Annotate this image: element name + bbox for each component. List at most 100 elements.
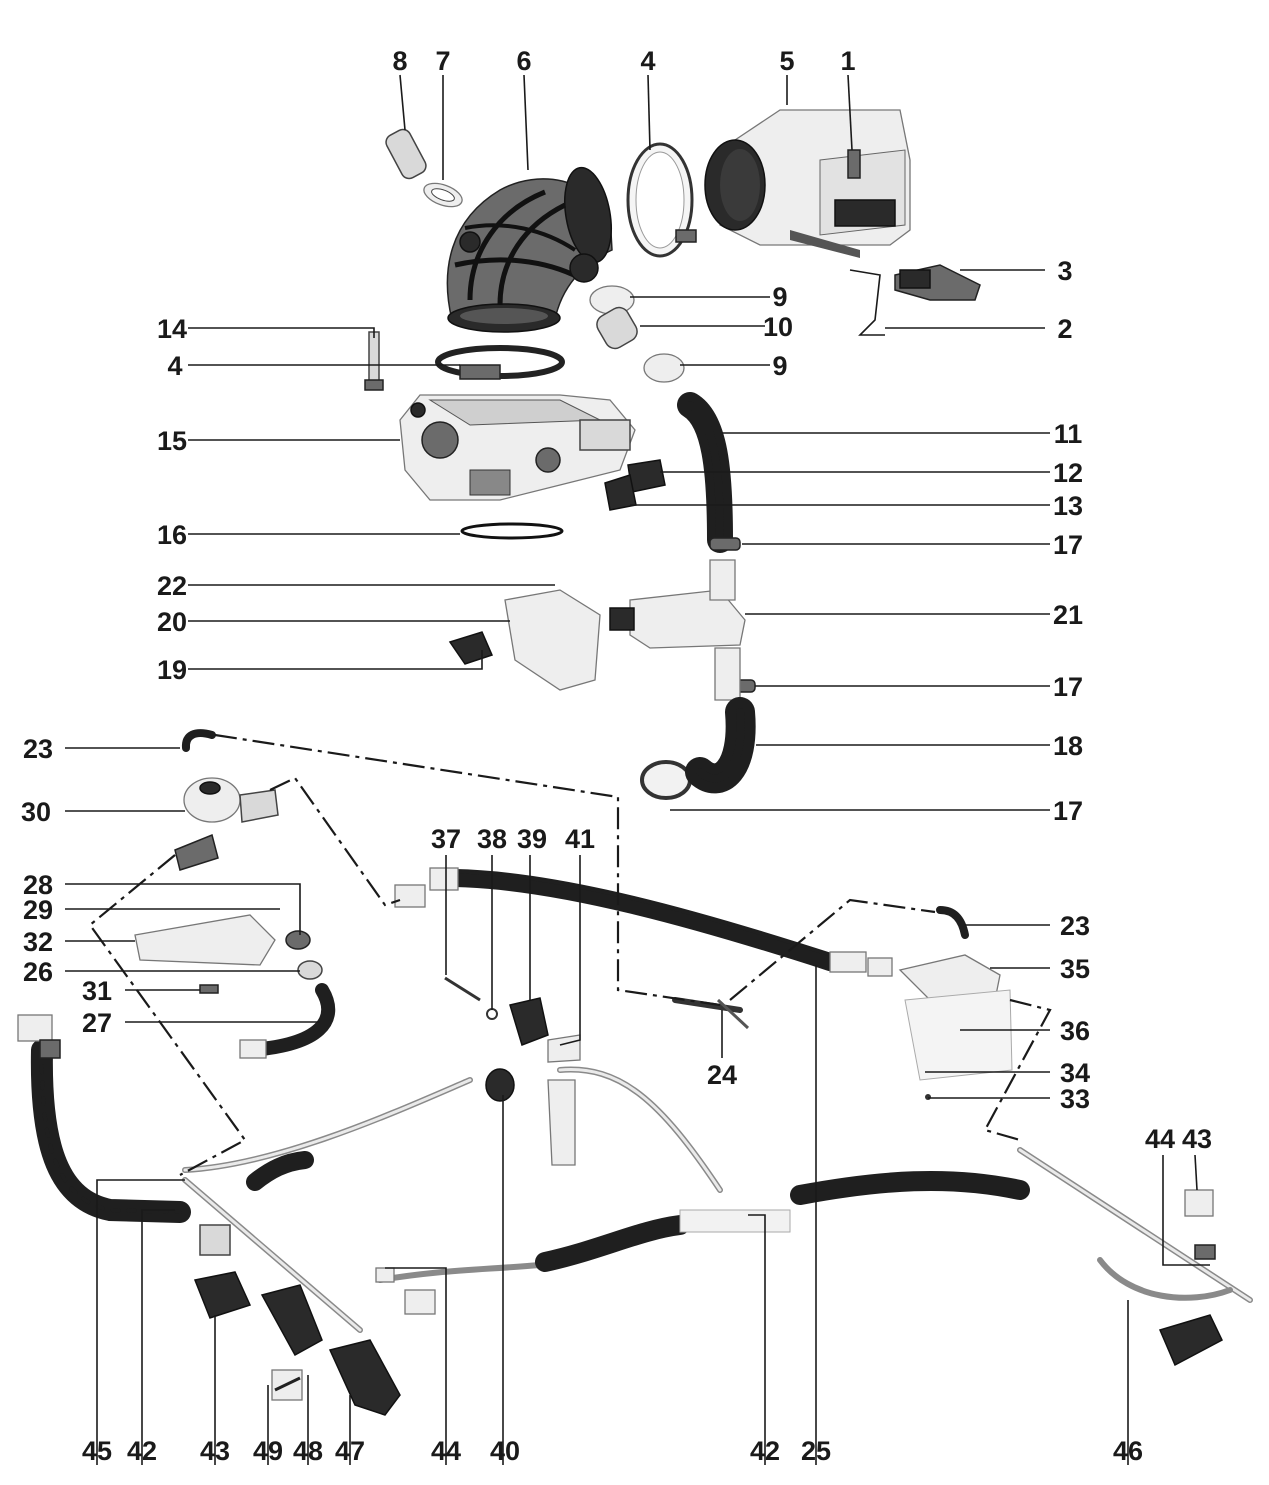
- part-31-screw: [199, 984, 219, 994]
- callout-2: 2: [1057, 314, 1072, 344]
- part-injector-mid: [260, 1284, 323, 1357]
- part-42-hose-right: [535, 1170, 1030, 1272]
- callout-9-upper: 9: [772, 282, 787, 312]
- part-46-injector: [1158, 1314, 1223, 1367]
- callout-33: 33: [1060, 1084, 1090, 1114]
- callout-labels: 8 7 6 4 5 1 3 9 10 2 14 4 9 15 11 12 13 …: [21, 46, 1212, 1466]
- part-18-hose: [685, 697, 756, 794]
- part-4-hose-clamp-lower: [435, 345, 565, 380]
- part-48-49-seal: [271, 1369, 303, 1401]
- callout-30: 30: [21, 797, 51, 827]
- callout-46: 46: [1113, 1436, 1143, 1466]
- part-32-valve: [134, 914, 276, 966]
- part-17-clamp-a: [709, 537, 741, 551]
- callout-20: 20: [157, 607, 187, 637]
- callout-44-right: 44: [1145, 1124, 1175, 1154]
- callout-35: 35: [1060, 954, 1090, 984]
- callout-4-lower: 4: [167, 351, 182, 381]
- callout-17-c: 17: [1053, 796, 1083, 826]
- callout-13: 13: [1053, 491, 1083, 521]
- callout-17-b: 17: [1053, 672, 1083, 702]
- part-22-housing: [504, 589, 601, 691]
- callout-17-a: 17: [1053, 530, 1083, 560]
- part-6-intake-elbow: [446, 166, 613, 333]
- callout-6: 6: [516, 46, 531, 76]
- callout-48: 48: [293, 1436, 323, 1466]
- part-8-hose-piece: [385, 128, 427, 180]
- part-7-clamp: [423, 182, 463, 208]
- part-rail-pipes: [182, 1066, 1253, 1333]
- callout-18: 18: [1053, 731, 1083, 761]
- part-11-hose: [677, 392, 733, 553]
- callout-43-right: 43: [1182, 1124, 1212, 1154]
- callout-37: 37: [431, 824, 461, 854]
- callout-29: 29: [23, 895, 53, 925]
- part-37-pin: [444, 976, 481, 1002]
- part-15-throttle-body: [399, 394, 636, 501]
- part-42-hose-left: [246, 1151, 314, 1191]
- part-14-bolt: [364, 331, 384, 391]
- callout-31: 31: [82, 976, 112, 1006]
- callout-45: 45: [82, 1436, 112, 1466]
- callout-47: 47: [335, 1436, 365, 1466]
- part-36-valve-body: [904, 989, 1013, 1081]
- callout-40: 40: [490, 1436, 520, 1466]
- callout-49: 49: [253, 1436, 283, 1466]
- callout-15: 15: [157, 426, 187, 456]
- callout-8: 8: [392, 46, 407, 76]
- callout-23-right: 23: [1060, 911, 1090, 941]
- part-28-clamp: [285, 930, 311, 950]
- leader-lines: [65, 74, 1210, 1465]
- part-30-pressure-regulator: [174, 777, 279, 871]
- callout-12: 12: [1053, 458, 1083, 488]
- part-40-clip: [485, 1068, 515, 1102]
- part-38-washer: [486, 1008, 498, 1020]
- callout-36: 36: [1060, 1016, 1090, 1046]
- part-25-fuel-line: [394, 867, 893, 977]
- callout-23-left: 23: [23, 734, 53, 764]
- part-10-coupling: [596, 306, 638, 350]
- part-43-injector: [193, 1224, 252, 1319]
- callout-16: 16: [157, 520, 187, 550]
- callout-34: 34: [1060, 1058, 1090, 1088]
- part-47-injector: [328, 1339, 401, 1416]
- callout-1: 1: [840, 46, 855, 76]
- callout-10: 10: [763, 312, 793, 342]
- part-43-plug-right: [1184, 1189, 1216, 1260]
- callout-7: 7: [435, 46, 450, 76]
- part-23-small-hose-a: [181, 729, 216, 752]
- part-24-t-connector: [672, 997, 750, 1030]
- part-19-fitting: [448, 631, 494, 665]
- callout-42-right: 42: [750, 1436, 780, 1466]
- part-17-clamp-c: [640, 760, 692, 800]
- part-23-small-hose-b: [936, 906, 969, 939]
- callout-28: 28: [23, 870, 53, 900]
- callout-44-left: 44: [431, 1436, 461, 1466]
- callout-19: 19: [157, 655, 187, 685]
- part-39-clip: [509, 997, 549, 1046]
- callout-14: 14: [157, 314, 187, 344]
- connection-lines: [88, 733, 1052, 1176]
- callout-5: 5: [779, 46, 794, 76]
- callout-11: 11: [1054, 419, 1083, 449]
- callout-26: 26: [23, 957, 53, 987]
- part-12-clip: [627, 459, 666, 493]
- part-26-clamp: [297, 960, 323, 980]
- callout-4-upper: 4: [640, 46, 655, 76]
- part-16-gasket: [460, 522, 564, 540]
- part-9-clamp-lower: [643, 353, 685, 383]
- callout-41: 41: [565, 824, 595, 854]
- part-27-hose: [239, 983, 336, 1059]
- part-2-bracket: [849, 269, 885, 336]
- callout-38: 38: [477, 824, 507, 854]
- part-33-screw: [925, 1094, 931, 1100]
- callout-43-left: 43: [200, 1436, 230, 1466]
- part-5-air-filter-housing: [704, 109, 911, 258]
- callout-21: 21: [1053, 600, 1083, 630]
- callout-24: 24: [707, 1060, 737, 1090]
- part-41-bracket: [547, 1034, 581, 1166]
- callout-25: 25: [801, 1436, 831, 1466]
- part-35-fitting: [898, 954, 1001, 1001]
- callout-39: 39: [517, 824, 547, 854]
